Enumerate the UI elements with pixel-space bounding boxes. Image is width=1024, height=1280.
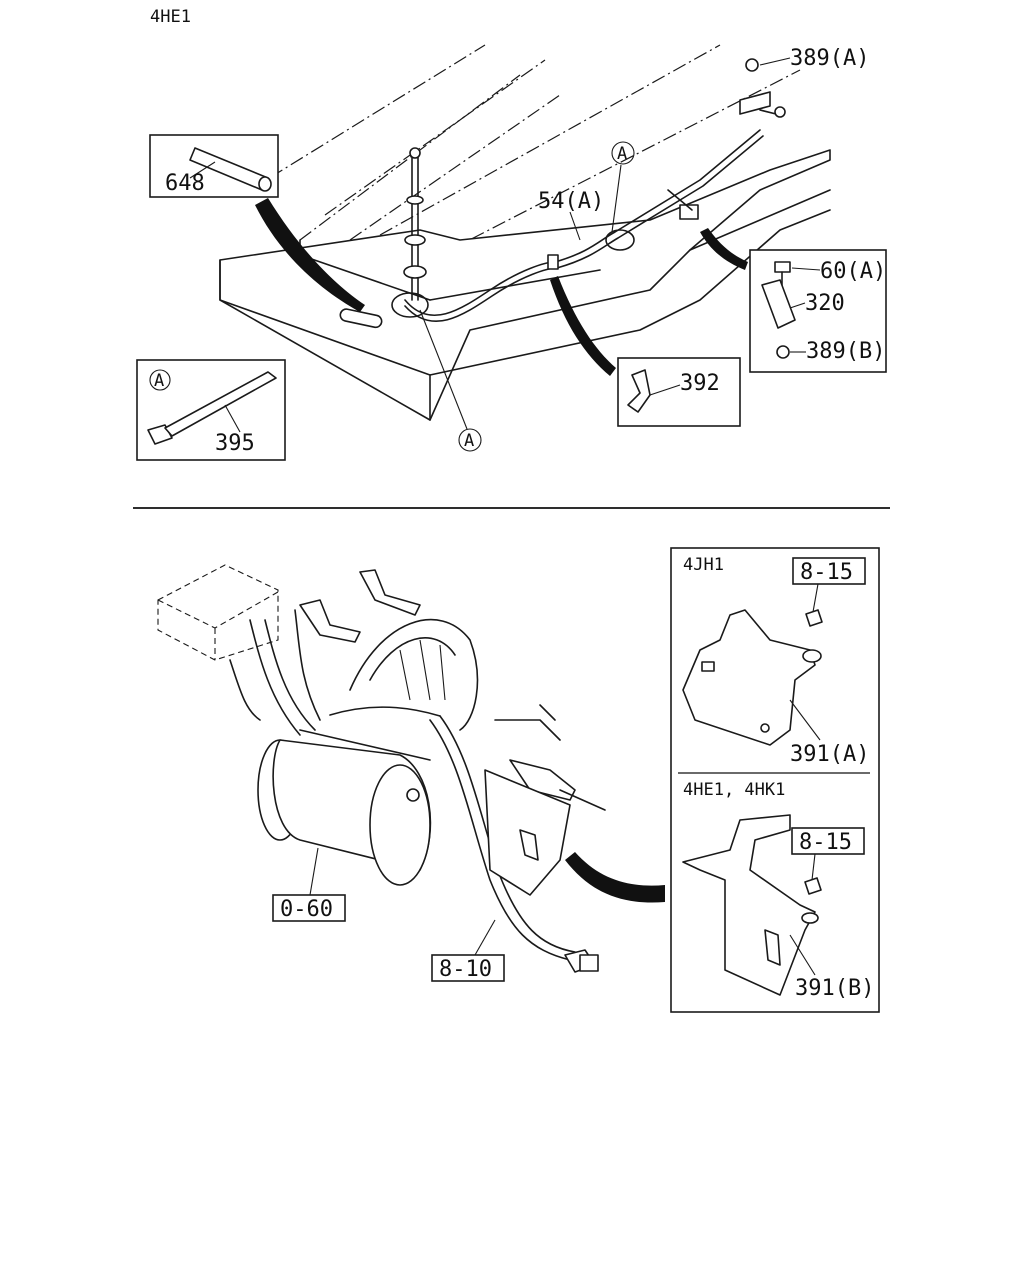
inset-4he1-bracket: 391(B) [795,976,874,1001]
clip-ref-upper: A [617,144,627,164]
callout-320: 320 [805,291,845,316]
callout-60a: 60(A) [820,259,886,284]
callout-392: 392 [680,371,720,396]
callout-0-60: 0-60 [280,897,333,922]
inset-395: A 395 [136,359,286,461]
inset-4he1-label: 4HE1, 4HK1 [683,780,785,800]
inset-4he1-nut-ref: 8-15 [799,830,852,855]
inset-648: 648 [149,134,279,198]
tie-ref: A [154,371,164,391]
inset-4jh1-label: 4JH1 [683,555,724,575]
arrow-648 [255,198,365,312]
inset-bolt-bracket: 60(A) 320 389(B) [749,249,887,373]
clip-ref-lower: A [464,431,474,451]
chassis-frame [219,44,831,421]
callout-389a: 389(A) [790,46,869,71]
inset-392: 392 [617,357,741,427]
callout-395: 395 [215,431,255,456]
arrow-to-bracket-inset [565,852,665,903]
battery-cable-harness [391,58,786,323]
arrow-bolt-bracket [700,228,748,270]
engine-assembly [157,564,606,973]
callout-389b: 389(B) [806,339,885,364]
bracket-inset-panel: 4JH1 8-15 391(A) 4HE1, 4HK1 8-15 391(B) [670,547,880,1013]
bracket-391a [682,609,816,746]
inset-4jh1-nut-ref: 8-15 [800,560,853,585]
callout-8-10: 8-10 [439,957,492,982]
top-engine-label: 4HE1 [150,7,191,27]
callout-54a: 54(A) [538,189,604,214]
inset-4jh1-bracket: 391(A) [790,742,869,767]
arrow-392 [550,276,616,376]
bracket-391b [682,814,816,996]
callout-648: 648 [165,171,205,196]
